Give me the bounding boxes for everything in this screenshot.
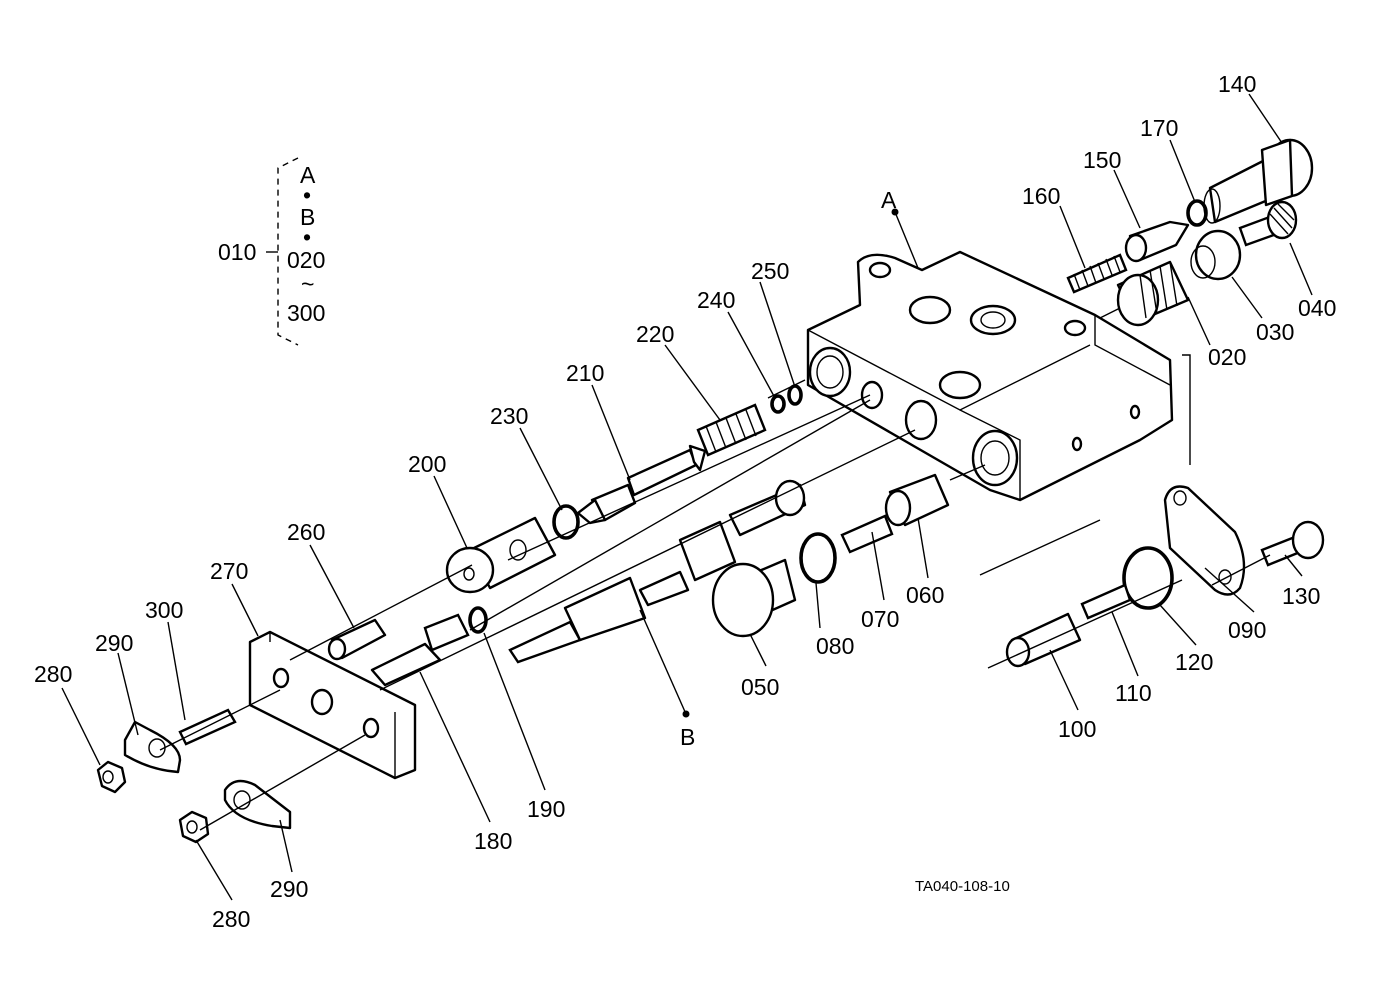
part-210-needle <box>576 444 707 525</box>
part-220-spring <box>696 403 767 457</box>
part-b-spool <box>508 479 807 718</box>
callout-100: 100 <box>1058 716 1096 742</box>
callout-120: 120 <box>1175 649 1213 675</box>
callout-040: 040 <box>1298 295 1336 321</box>
part-020-adjuster <box>1116 260 1190 327</box>
callout-290-bottom: 290 <box>270 876 308 902</box>
bracket-dot-1: • <box>303 182 311 208</box>
part-100-plunger <box>1005 612 1082 668</box>
part-250-small-ring <box>787 384 803 406</box>
part-260-pin <box>327 618 387 661</box>
assembly-axis-lines <box>159 307 1271 831</box>
part-110-spring <box>1080 583 1132 620</box>
callout-130: 130 <box>1282 583 1320 609</box>
callout-140: 140 <box>1218 71 1256 97</box>
callout-labels: A B 140 170 150 160 040 030 020 250 240 … <box>34 71 1336 932</box>
callout-260: 260 <box>287 519 325 545</box>
reference-outline <box>979 354 1191 669</box>
bracket-line-a: A <box>300 162 316 188</box>
callout-190: 190 <box>527 796 565 822</box>
callout-200: 200 <box>408 451 446 477</box>
part-290a-lock-washer <box>123 720 182 774</box>
callout-050: 050 <box>741 674 779 700</box>
bracket-dot-2: • <box>303 224 311 250</box>
callout-030: 030 <box>1256 319 1294 345</box>
reference-code: TA040-108-10 <box>915 878 1010 895</box>
callout-210: 210 <box>566 360 604 386</box>
callout-220: 220 <box>636 321 674 347</box>
bracket-line-020: 020 <box>287 247 325 273</box>
part-180-plug <box>370 613 470 687</box>
bracket-line-b: B <box>300 204 315 230</box>
callout-270: 270 <box>210 558 248 584</box>
part-060-piston <box>884 473 950 527</box>
part-240-washer <box>770 394 786 414</box>
callout-020: 020 <box>1208 344 1246 370</box>
bracket-number: 010 <box>218 239 256 265</box>
callout-230: 230 <box>490 403 528 429</box>
callout-090: 090 <box>1228 617 1266 643</box>
callout-080: 080 <box>816 633 854 659</box>
part-050-plug <box>711 558 797 638</box>
leader-lines <box>61 93 1313 901</box>
valve-body <box>806 208 1174 502</box>
callout-290-top: 290 <box>95 630 133 656</box>
callout-060: 060 <box>906 582 944 608</box>
part-290b-lock-washer <box>223 779 292 830</box>
part-280b-nut <box>178 810 210 844</box>
callout-150: 150 <box>1083 147 1121 173</box>
part-230-o-ring <box>552 504 580 540</box>
part-160-spring <box>1066 253 1128 294</box>
bracket-tilde: ~ <box>301 271 314 297</box>
part-030-nut <box>1190 229 1242 281</box>
part-120-o-ring <box>1122 546 1174 610</box>
callout-280-bottom: 280 <box>212 906 250 932</box>
callout-a: A <box>881 187 897 213</box>
part-150-poppet <box>1124 220 1190 263</box>
part-140-plug <box>1203 138 1314 224</box>
callout-250: 250 <box>751 258 789 284</box>
part-280a-nut <box>96 760 127 794</box>
callout-170: 170 <box>1140 115 1178 141</box>
callout-280-top: 280 <box>34 661 72 687</box>
callout-300: 300 <box>145 597 183 623</box>
part-group-bracket: 010 A • B • 020 ~ 300 <box>218 157 325 346</box>
callout-b: B <box>680 724 695 750</box>
part-170-o-ring <box>1186 199 1208 227</box>
part-130-bolt <box>1260 520 1325 567</box>
callout-240: 240 <box>697 287 735 313</box>
bracket-line-300: 300 <box>287 300 325 326</box>
callout-180: 180 <box>474 828 512 854</box>
part-080-o-ring <box>799 532 837 584</box>
part-090-cover <box>1163 485 1246 596</box>
part-040-screw <box>1238 200 1298 247</box>
callout-110: 110 <box>1115 680 1152 706</box>
part-070-spring <box>840 514 894 554</box>
part-200-valve-seat <box>445 516 557 594</box>
callout-070: 070 <box>861 606 899 632</box>
callout-160: 160 <box>1022 183 1060 209</box>
